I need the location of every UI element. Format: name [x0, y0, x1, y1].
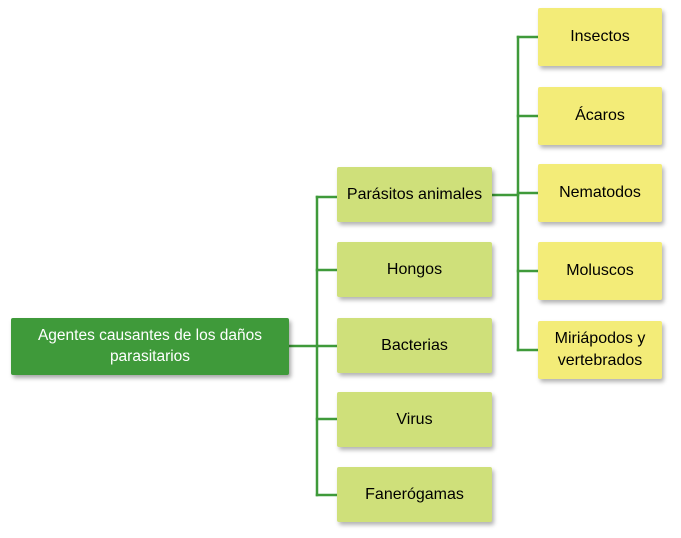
- category-label: Hongos: [386, 260, 443, 278]
- category-label: Parásitos animales: [346, 185, 483, 203]
- category-fanerogamas: Fanerógamas: [337, 467, 492, 522]
- subcategory-label: Nematodos: [559, 184, 641, 202]
- category-label: Bacterias: [381, 336, 448, 354]
- subcategory-label: Moluscos: [566, 262, 634, 280]
- category-label: Virus: [396, 410, 433, 428]
- root-label: Agentes causantes de los daños parasitar…: [37, 326, 263, 365]
- subcategory-label: Ácaros: [575, 107, 625, 125]
- subcategory-insectos: Insectos: [538, 8, 662, 66]
- subcategory-acaros: Ácaros: [538, 87, 662, 145]
- category-hongos: Hongos: [337, 242, 492, 297]
- category-bacterias: Bacterias: [337, 318, 492, 373]
- root-node: Agentes causantes de los daños parasitar…: [11, 318, 289, 375]
- category-virus: Virus: [337, 392, 492, 447]
- subcategory-label: Miriápodos y vertebrados: [554, 330, 646, 369]
- category-label: Fanerógamas: [365, 485, 464, 503]
- subcategory-moluscos: Moluscos: [538, 242, 662, 300]
- subcategory-nematodos: Nematodos: [538, 164, 662, 222]
- subcategory-miriapodos-vertebrados: Miriápodos y vertebrados: [538, 321, 662, 379]
- subcategory-label: Insectos: [570, 28, 630, 46]
- category-parasitos-animales: Parásitos animales: [337, 167, 492, 222]
